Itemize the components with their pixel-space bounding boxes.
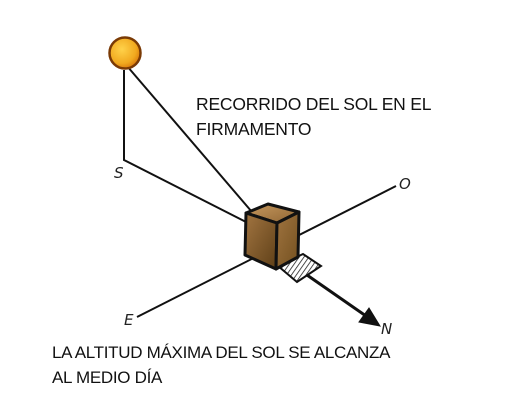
title-line-2: FIRMAMENTO: [196, 119, 312, 139]
direction-label-east: E: [124, 311, 134, 329]
title-line-1: RECORRIDO DEL SOL EN EL: [196, 94, 432, 114]
north-arrow-icon: [358, 307, 382, 327]
caption-line-2: AL MEDIO DÍA: [52, 368, 163, 387]
sun-vertical-line: [123, 70, 251, 225]
diagram-title: RECORRIDO DEL SOL EN EL FIRMAMENTO: [196, 92, 431, 142]
sun-ray-line: [126, 65, 253, 213]
direction-label-west: O: [399, 175, 411, 193]
cube-house-icon: [243, 202, 301, 271]
direction-label-south: S: [114, 164, 124, 182]
sun-icon: [108, 36, 142, 70]
caption-line-1: LA ALTITUD MÁXIMA DEL SOL SE ALCANZA: [52, 343, 391, 362]
diagram-caption: LA ALTITUD MÁXIMA DEL SOL SE ALCANZA AL …: [52, 340, 390, 390]
direction-label-north: N: [381, 320, 392, 338]
